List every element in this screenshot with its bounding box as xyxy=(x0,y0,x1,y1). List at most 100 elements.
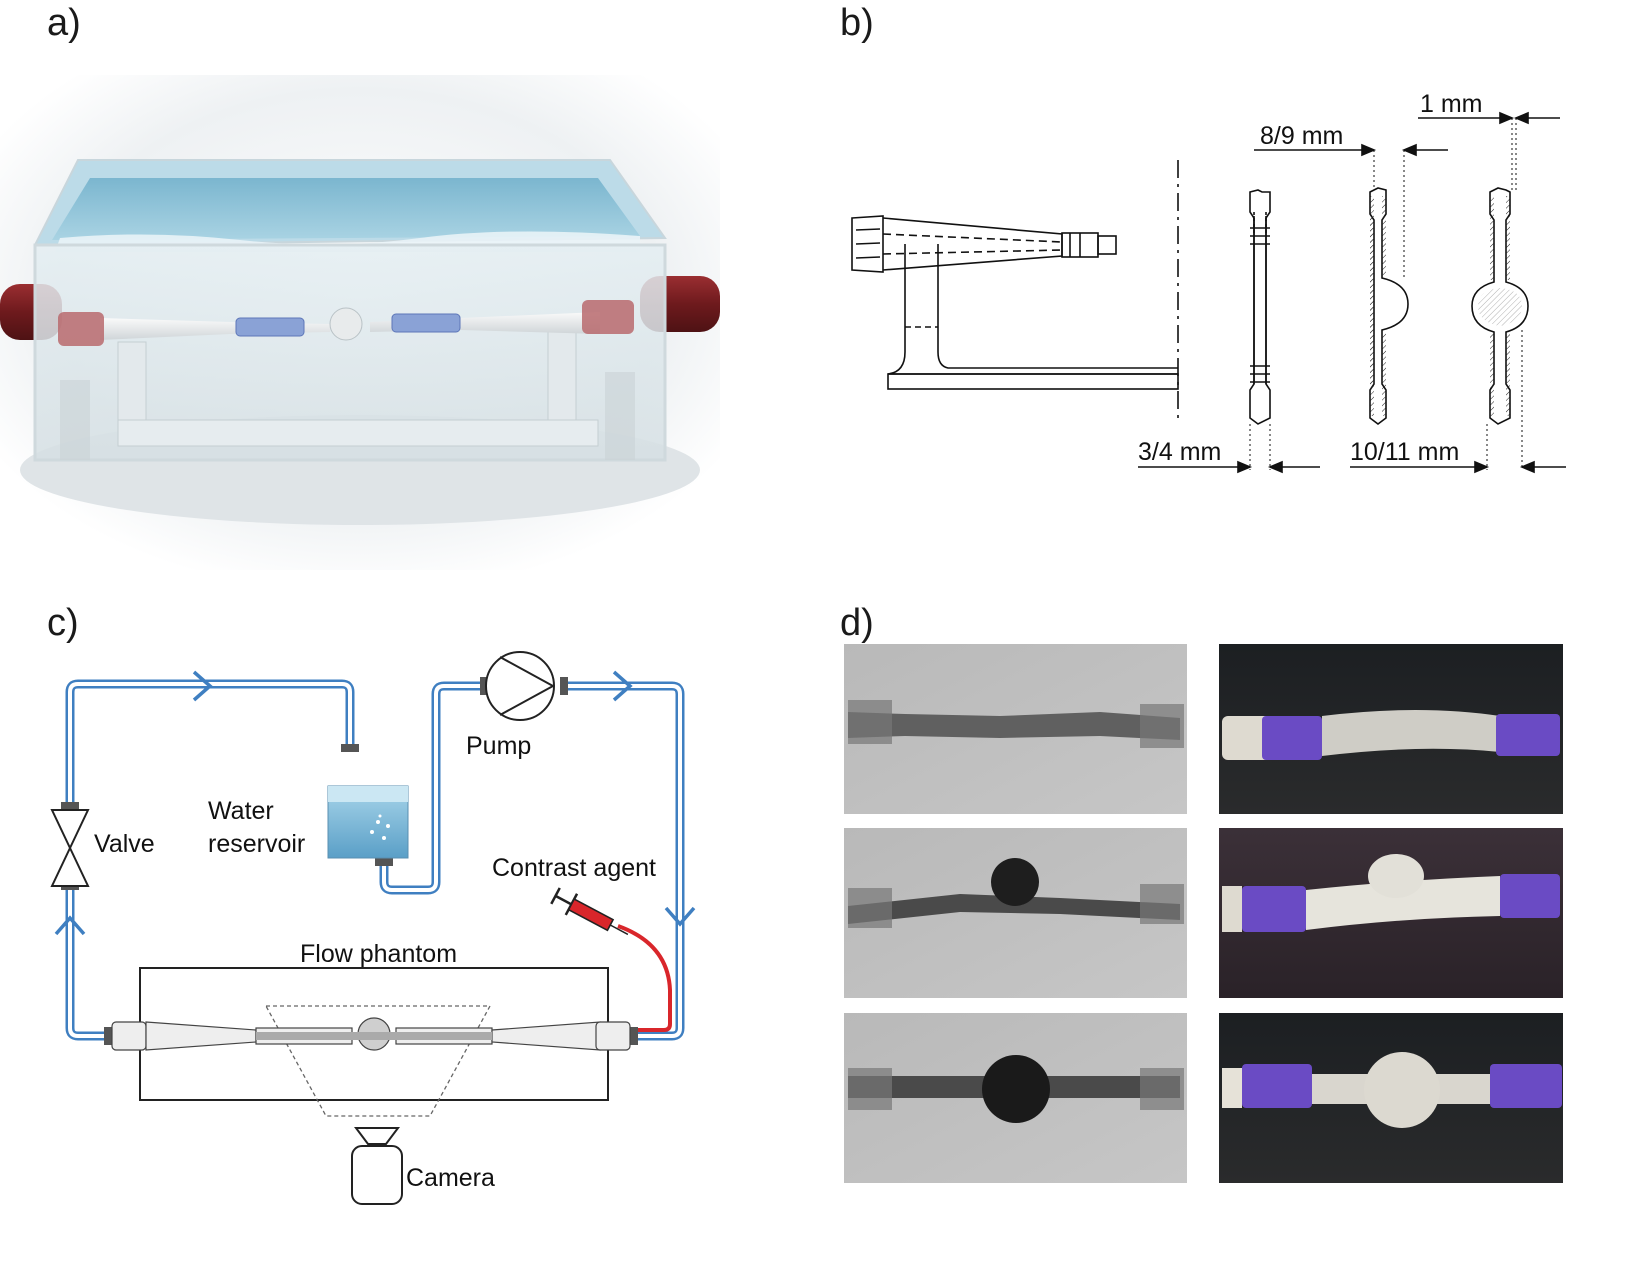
connector-phantom-left xyxy=(104,1027,112,1045)
vessel-straight-dash xyxy=(1253,212,1267,234)
connector-reservoir-bottom xyxy=(375,858,393,866)
connector-valve-top xyxy=(61,802,79,810)
arrowhead-89-right xyxy=(1401,143,1417,157)
vessel-straight-ribs xyxy=(1250,227,1270,383)
panel-label-d: d) xyxy=(840,602,874,644)
vessel-straight xyxy=(1249,189,1271,425)
syringe-plunger xyxy=(554,894,572,906)
xray-image-fusiform xyxy=(844,1013,1187,1183)
dim-label-10-11mm: 10/11 mm xyxy=(1350,438,1459,466)
arrowhead-1011-left xyxy=(1474,460,1490,474)
nozzle-tip xyxy=(1097,235,1117,255)
vessel-fusiform-wall-r2 xyxy=(1506,334,1510,416)
connector-reservoir-top xyxy=(341,744,359,752)
camera-lens xyxy=(354,1127,400,1145)
panel-label-a: a) xyxy=(47,2,81,44)
holder-leg xyxy=(887,244,1178,375)
vessel-sidewall-wall-r1 xyxy=(1382,196,1386,276)
holder-cone-inner xyxy=(882,233,1063,255)
arrowhead-1011-right xyxy=(1519,460,1535,474)
tube-top-left xyxy=(65,679,355,810)
flow-chevron-left xyxy=(54,915,86,936)
arrowhead-89-left xyxy=(1361,143,1377,157)
label-contrast-agent: Contrast agent xyxy=(492,854,656,882)
cap-rib-1 xyxy=(855,228,881,231)
cap-rib-2 xyxy=(855,242,881,245)
tube-bottom-left xyxy=(65,890,108,1041)
photo-image-sidewall xyxy=(1219,828,1563,998)
label-pump: Pump xyxy=(466,732,531,760)
valve-icon xyxy=(50,809,90,887)
right-blue-connector xyxy=(391,313,461,333)
syringe-needle xyxy=(609,924,629,936)
reservoir-air xyxy=(328,786,408,802)
left-blue-connector xyxy=(235,317,305,337)
pump-triangle xyxy=(499,656,556,716)
label-camera: Camera xyxy=(406,1164,495,1192)
connector-pump-in xyxy=(480,677,488,695)
panel-b-dimension-labels: 1 mm 8/9 mm 3/4 mm 10/11 mm xyxy=(1138,90,1483,466)
tank-inner-corner-left xyxy=(60,380,90,460)
panel-label-b: b) xyxy=(840,2,874,44)
arrowhead-34-left xyxy=(1237,460,1253,474)
label-reservoir: reservoir xyxy=(208,830,305,858)
photo-image-fusiform xyxy=(1219,1013,1563,1183)
label-flow-phantom: Flow phantom xyxy=(300,940,457,968)
vessel-fusiform-wall-r1 xyxy=(1506,196,1510,280)
phantom-right-end xyxy=(595,1021,631,1051)
vessel-fusiform-wall-l2 xyxy=(1490,334,1494,416)
phantom-left-end xyxy=(111,1021,147,1051)
label-valve: Valve xyxy=(94,830,155,858)
flow-chevron-right xyxy=(664,906,696,927)
aneurysm-sphere xyxy=(329,307,363,341)
dim-label-8-9mm: 8/9 mm xyxy=(1260,122,1343,150)
panel-b-drawing xyxy=(851,111,1566,474)
panel-label-c: c) xyxy=(47,602,79,644)
vessel-fusiform-wall-l1 xyxy=(1490,196,1494,280)
syringe xyxy=(550,887,629,936)
vessel-sidewall xyxy=(1369,187,1409,425)
vessel-sidewall-wall-l xyxy=(1370,196,1374,416)
panel-c-schematic xyxy=(50,651,696,1205)
xray-image-sidewall xyxy=(844,828,1187,998)
tube-bottom-left-inner xyxy=(68,890,108,1038)
dim-label-3-4mm: 3/4 mm xyxy=(1138,438,1221,466)
phantom-left-taper xyxy=(145,1021,257,1051)
xray-image-straight xyxy=(844,644,1187,814)
vessel-fusiform-bulge xyxy=(1478,288,1522,326)
camera-icon xyxy=(351,1145,403,1205)
holder-end-cap xyxy=(851,215,884,273)
pump-icon xyxy=(485,651,555,721)
syringe-thumb xyxy=(550,887,561,905)
tank-inner-corner-right xyxy=(605,372,635,460)
syringe-barrel xyxy=(567,897,615,932)
panel-c-labels: Pump Water reservoir Valve Contrast agen… xyxy=(94,732,656,1192)
vessel-sidewall-wall-r2 xyxy=(1382,332,1386,416)
tube-reservoir-pump-inner xyxy=(382,684,488,892)
panel-a-render xyxy=(0,75,720,570)
left-red-fitting xyxy=(58,312,104,346)
photo-image-straight xyxy=(1219,644,1563,814)
right-red-fitting xyxy=(582,300,634,334)
contrast-agent-line xyxy=(606,924,672,1032)
label-water: Water xyxy=(208,797,274,825)
tube-top-left-inner xyxy=(68,682,352,810)
connector-pump-out xyxy=(560,677,568,695)
panel-d-images xyxy=(844,644,1563,1183)
water-surface xyxy=(52,178,640,240)
arrowhead-1mm-right xyxy=(1513,111,1529,125)
tube-pump-phantom-inner xyxy=(560,684,682,1038)
reservoir-bubbles xyxy=(370,814,390,840)
arrowhead-34-right xyxy=(1267,460,1283,474)
connector-phantom-right xyxy=(630,1027,638,1045)
camera-field-of-view xyxy=(264,1005,492,1117)
cap-rib-3 xyxy=(855,256,881,259)
phantom-right-taper xyxy=(491,1021,601,1051)
dim-label-1mm: 1 mm xyxy=(1420,90,1483,118)
holder-base xyxy=(887,373,1179,390)
arrowhead-1mm-left xyxy=(1499,111,1515,125)
stand-base xyxy=(117,419,599,447)
flow-chevron-top-right xyxy=(612,670,633,702)
flow-chevron-top-left xyxy=(192,670,213,702)
holder-cone xyxy=(882,217,1063,271)
